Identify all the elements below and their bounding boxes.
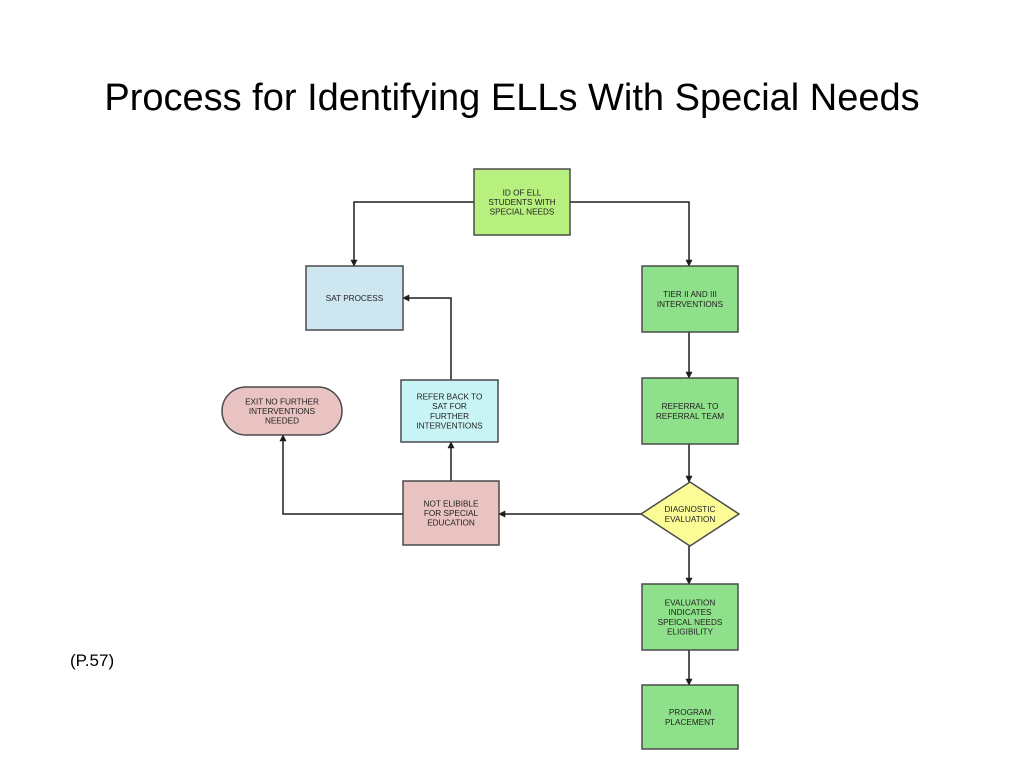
arrow-refer-back-sat-to-sat-process bbox=[402, 294, 452, 380]
process-box bbox=[400, 379, 499, 443]
node-label-line: FURTHER bbox=[430, 412, 469, 421]
node-label-line: FOR SPECIAL bbox=[424, 509, 479, 518]
node-label-line: INTERVENTIONS bbox=[249, 407, 316, 416]
node-label-line: NEEDED bbox=[265, 417, 299, 426]
process-box bbox=[473, 168, 571, 236]
node-label-line: EVALUATION bbox=[665, 515, 716, 524]
process-box bbox=[641, 377, 739, 445]
node-label-line: REFERRAL TO bbox=[662, 402, 719, 411]
node-label-line: NOT ELIBIBLE bbox=[424, 499, 479, 508]
node-label-line: INDICATES bbox=[668, 608, 712, 617]
node-label-line: SPECIAL NEEDS bbox=[490, 208, 555, 217]
arrow-not-eligible-to-exit-no-further bbox=[279, 434, 403, 515]
arrow-id-ell-to-sat-process bbox=[350, 201, 474, 267]
terminal-shape bbox=[221, 386, 343, 436]
process-box bbox=[305, 265, 404, 331]
arrow-id-ell-to-tier-interventions bbox=[570, 201, 693, 267]
node-label-line: PLACEMENT bbox=[665, 718, 715, 727]
node-label-line: INTERVENTIONS bbox=[657, 300, 724, 309]
node-label-line: SPEICAL NEEDS bbox=[658, 618, 723, 627]
node-label-line: EDUCATION bbox=[427, 519, 475, 528]
node-label-line: ELIGIBILITY bbox=[667, 627, 713, 636]
node-sat-process: SAT PROCESS bbox=[305, 265, 404, 331]
node-label-line: SAT PROCESS bbox=[326, 294, 384, 303]
process-box bbox=[641, 583, 739, 651]
process-box bbox=[641, 265, 739, 333]
node-label-line: SAT FOR bbox=[432, 402, 467, 411]
node-label-line: REFERRAL TEAM bbox=[656, 412, 724, 421]
process-box bbox=[402, 480, 500, 546]
node-label-line: PROGRAM bbox=[669, 708, 711, 717]
node-label-line: EXIT NO FURTHER bbox=[245, 397, 319, 406]
connector-lines bbox=[279, 201, 693, 686]
decision-diamond bbox=[639, 481, 741, 547]
node-label-line: TIER II AND III bbox=[663, 290, 717, 299]
slide-title: Process for Identifying ELLs With Specia… bbox=[104, 77, 920, 119]
process-box bbox=[641, 684, 739, 750]
page-reference: (P.57) bbox=[70, 651, 115, 670]
node-label: SAT PROCESS bbox=[326, 294, 384, 303]
node-label-line: ID OF ELL bbox=[503, 188, 542, 197]
node-label-line: DIAGNOSTIC bbox=[665, 505, 716, 514]
node-label-line: REFER BACK TO bbox=[417, 393, 483, 402]
node-label-line: EVALUATION bbox=[665, 599, 716, 608]
node-label-line: STUDENTS WITH bbox=[488, 198, 555, 207]
node-label-line: INTERVENTIONS bbox=[416, 421, 483, 430]
